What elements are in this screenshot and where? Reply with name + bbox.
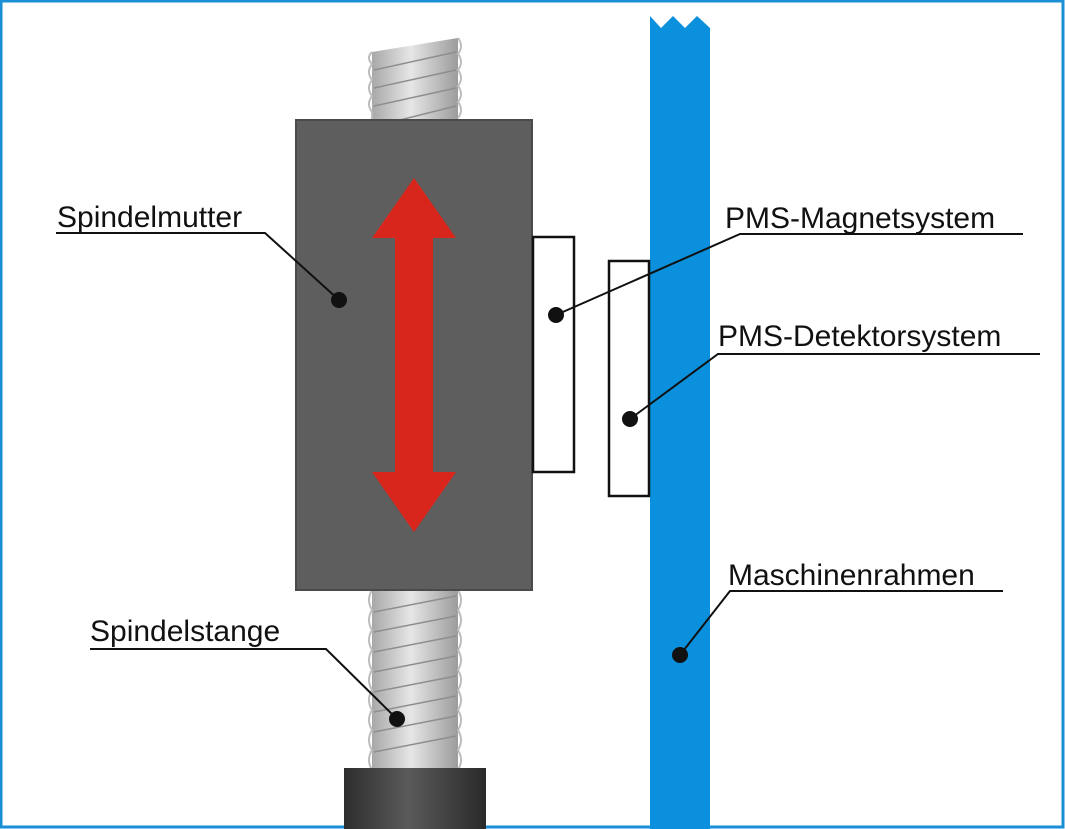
label-pms-detektorsystem: PMS-Detektorsystem (718, 320, 1001, 353)
machine-frame (650, 16, 710, 829)
leader-pms-detektorsystem (629, 353, 1040, 420)
spindle-rod-lower (368, 589, 462, 771)
spindle-rod-upper (368, 37, 462, 121)
spindle-base (344, 768, 486, 829)
movement-arrow (372, 178, 456, 532)
label-maschinenrahmen: Maschinenrahmen (728, 559, 975, 592)
label-spindelmutter: Spindelmutter (57, 201, 242, 234)
label-spindelstange: Spindelstange (90, 615, 280, 648)
anchor-dot-maschinenrahmen (672, 647, 688, 663)
anchor-dot-pms-magnetsystem (548, 307, 564, 323)
pms-detector-system (607, 259, 651, 498)
pms-magnet-system (531, 235, 576, 474)
anchor-dot-spindelmutter (331, 292, 347, 308)
anchor-dot-pms-detektorsystem (622, 411, 638, 427)
label-pms-magnetsystem: PMS-Magnetsystem (725, 202, 995, 235)
leader-pms-magnetsystem (555, 233, 1023, 316)
leader-spindelstange (90, 648, 398, 720)
anchor-dot-spindelstange (389, 711, 405, 727)
leader-maschinenrahmen (679, 590, 1003, 656)
leader-spindelmutter (56, 232, 340, 301)
